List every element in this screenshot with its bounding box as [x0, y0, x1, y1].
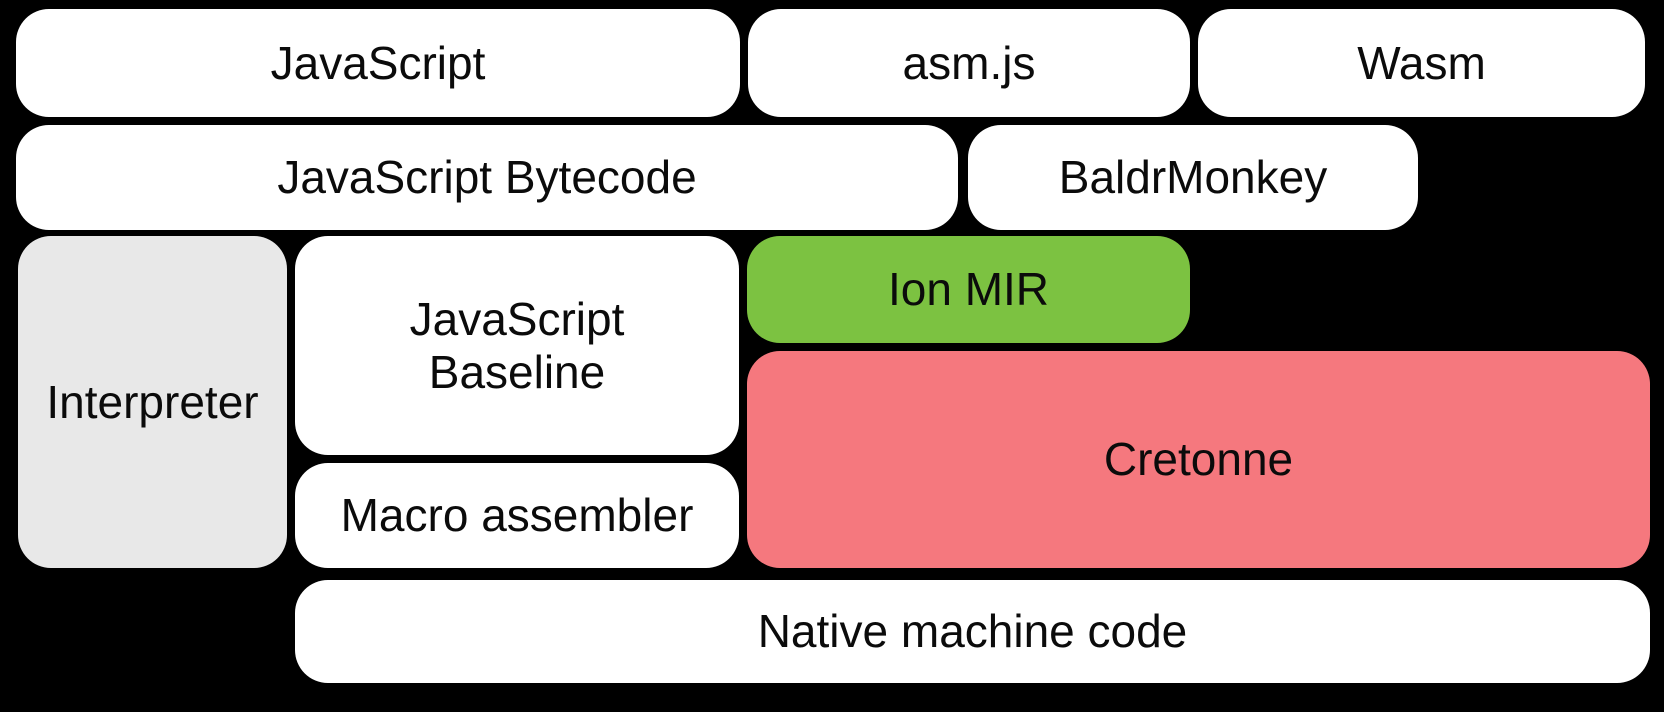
diagram-box-baldrmonkey: BaldrMonkey	[968, 125, 1418, 230]
diagram-box-native-machine-code: Native machine code	[295, 580, 1650, 683]
diagram-box-macro-assembler: Macro assembler	[295, 463, 739, 568]
diagram-box-ion-mir: Ion MIR	[747, 236, 1190, 343]
diagram-box-javascript-bytecode: JavaScript Bytecode	[16, 125, 958, 230]
diagram-box-asmjs: asm.js	[748, 9, 1190, 117]
diagram-box-javascript: JavaScript	[16, 9, 740, 117]
diagram-box-javascript-baseline: JavaScript Baseline	[295, 236, 739, 455]
diagram-box-interpreter: Interpreter	[18, 236, 287, 568]
diagram-box-wasm: Wasm	[1198, 9, 1645, 117]
diagram-box-cretonne: Cretonne	[747, 351, 1650, 568]
